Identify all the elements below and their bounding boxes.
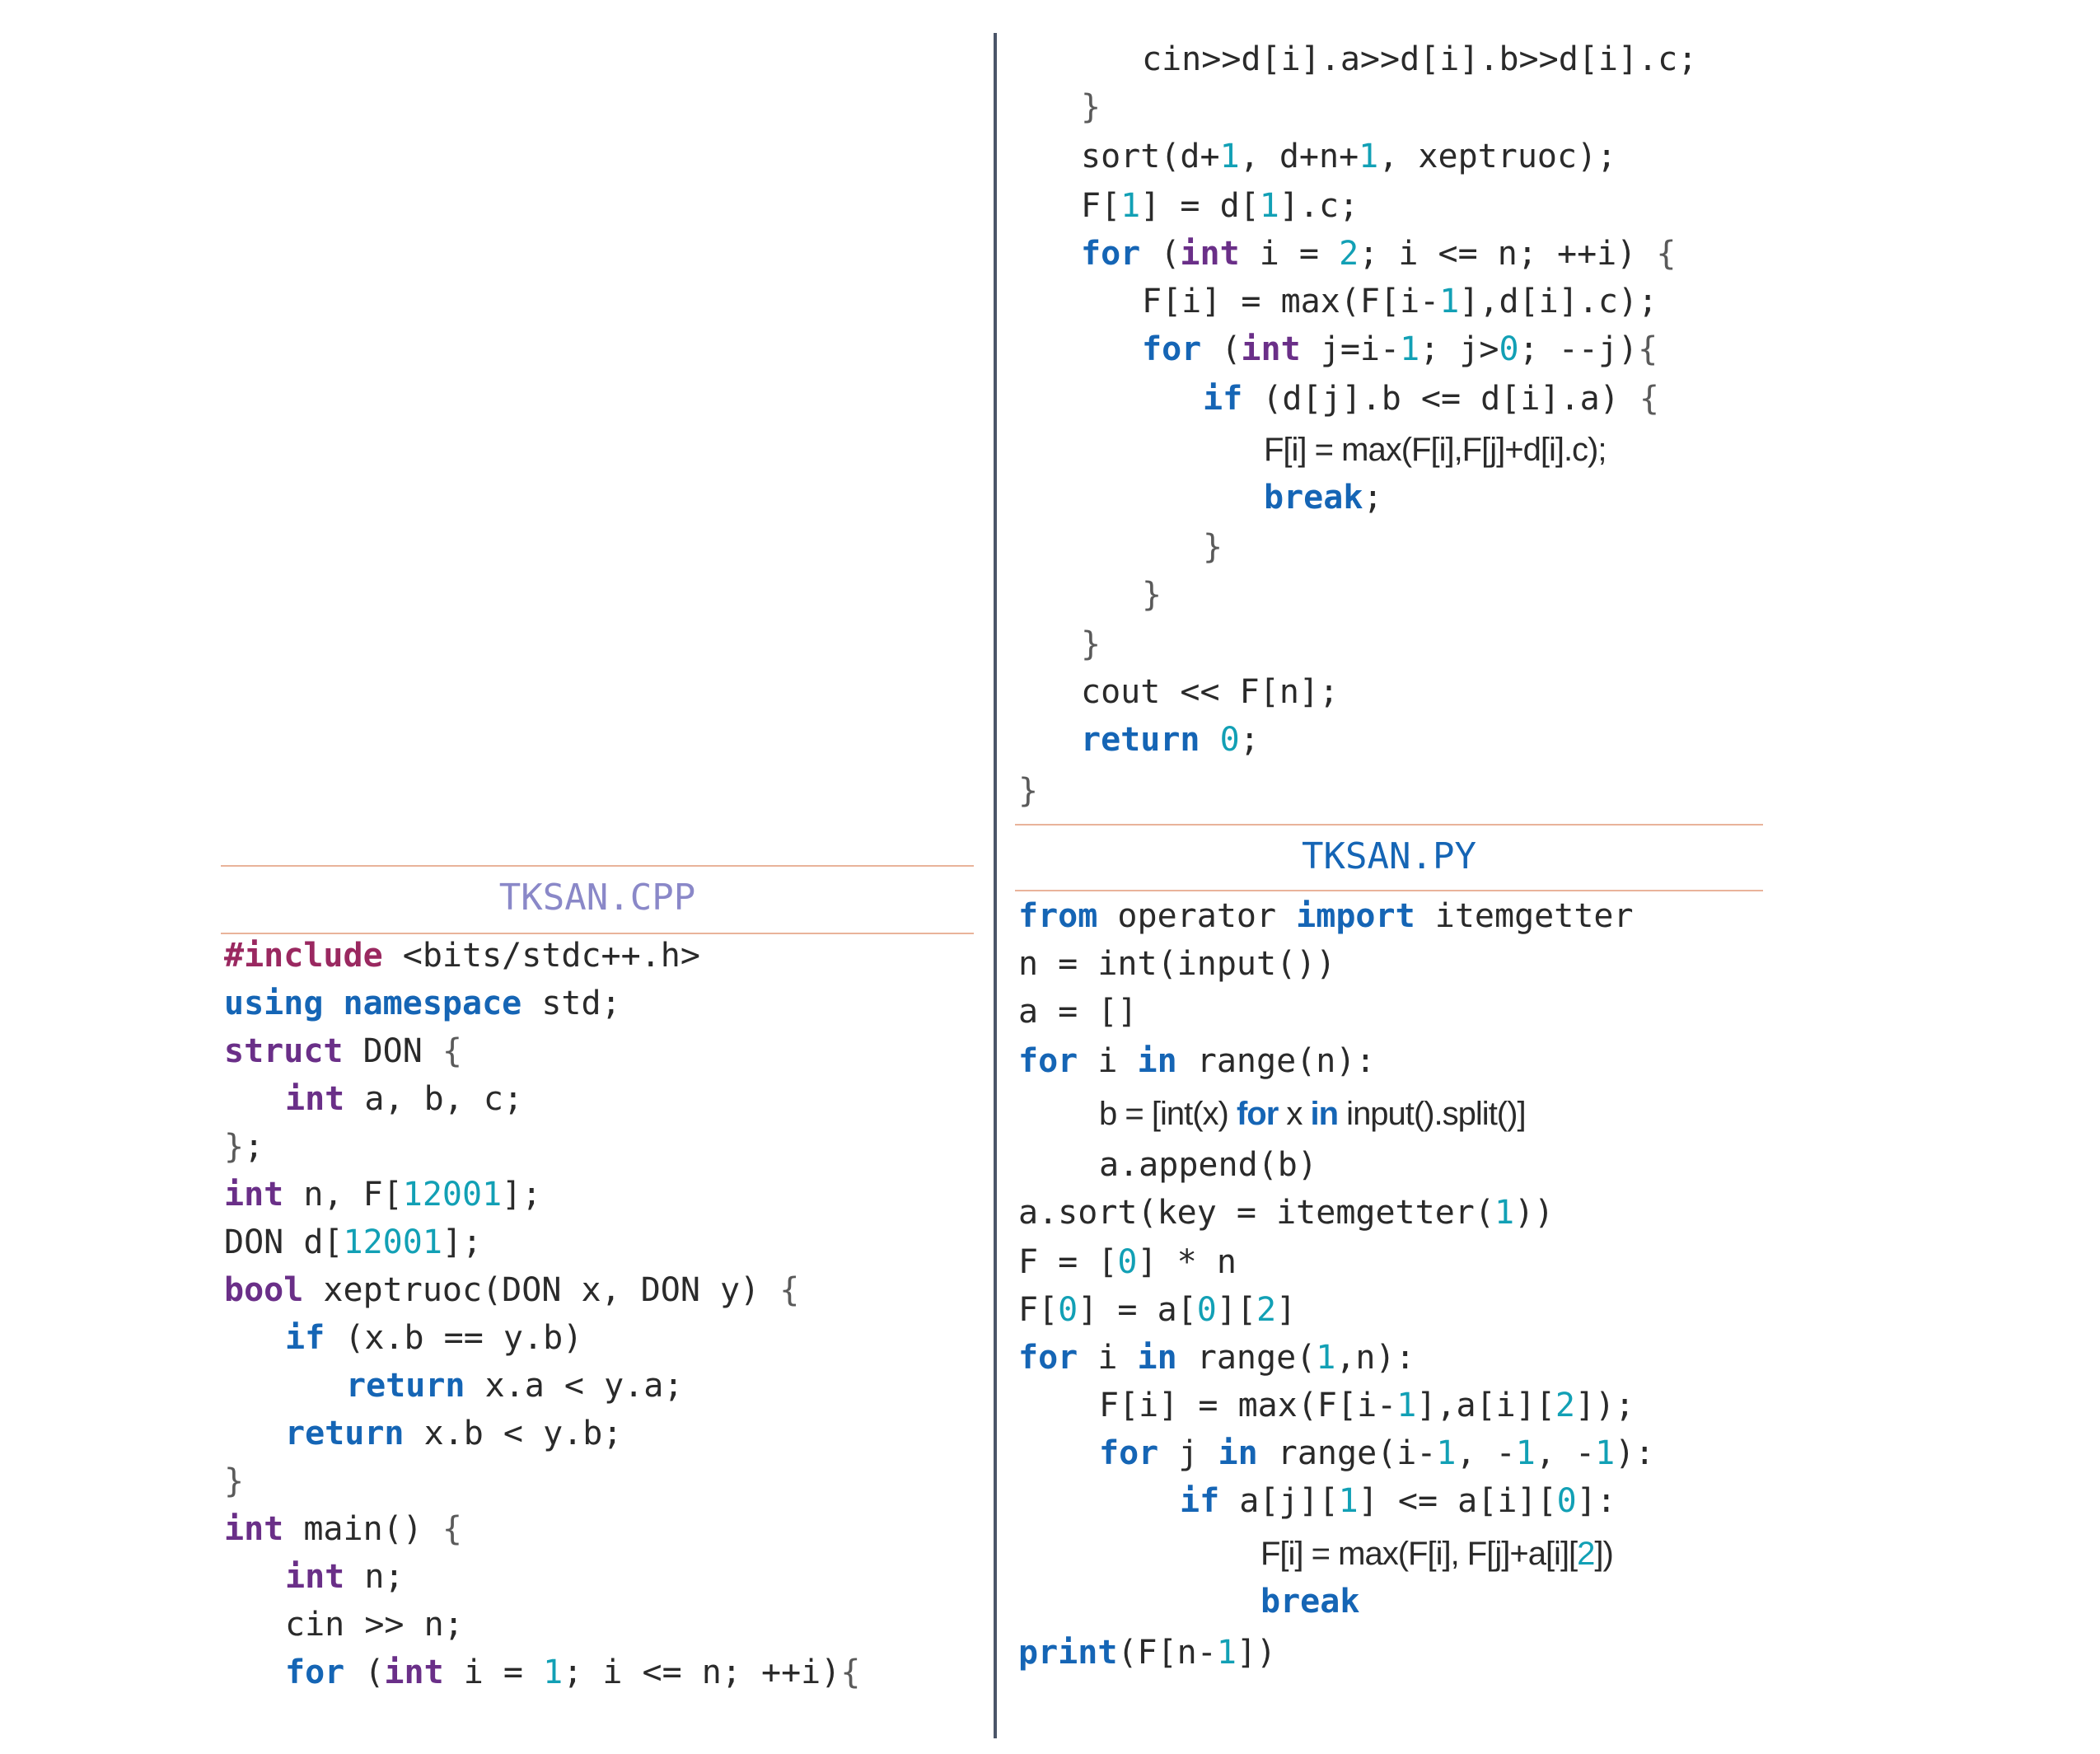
- code-line: cin>>d[i].a>>d[i].b>>d[i].c;: [1142, 40, 1698, 78]
- code-line: }: [1081, 88, 1101, 126]
- py-code: from operator import itemgetter n = int(…: [1018, 896, 2089, 1679]
- code-line: cout << F[n];: [1081, 673, 1340, 711]
- code-line: };: [224, 1128, 264, 1166]
- code-line: return 0;: [1081, 721, 1260, 759]
- code-line: cin >> n;: [285, 1606, 464, 1644]
- code-line: if (x.b == y.b): [285, 1319, 583, 1357]
- code-line: #include <bits/stdc++.h>: [224, 937, 700, 975]
- code-line: for j in range(i-1, -1, -1):: [1099, 1434, 1655, 1472]
- code-line: break;: [1264, 479, 1383, 517]
- cpp-title-rule-bottom: [221, 933, 974, 934]
- py-file-title: TKSAN.PY: [1302, 835, 1476, 877]
- code-line: F[i] = max(F[i],F[j]+d[i].c);: [1264, 432, 1607, 468]
- cpp-file-title: TKSAN.CPP: [498, 877, 696, 919]
- code-line: F[0] = a[0][2]: [1018, 1291, 1297, 1329]
- code-line: break: [1260, 1583, 1360, 1621]
- code-line: int n;: [285, 1558, 405, 1596]
- column-divider: [994, 33, 997, 1738]
- code-line: DON d[12001];: [224, 1223, 483, 1261]
- cpp-title-rule-top: [221, 865, 974, 867]
- code-line: F = [0] * n: [1018, 1243, 1237, 1281]
- code-line: using namespace std;: [224, 985, 621, 1022]
- code-line: F[i] = max(F[i-1],a[i][2]);: [1099, 1387, 1635, 1424]
- code-line: for i in range(n):: [1018, 1042, 1376, 1080]
- code-line: }: [224, 1462, 245, 1500]
- code-line: a.sort(key = itemgetter(1)): [1018, 1194, 1555, 1232]
- code-line: }: [1081, 625, 1101, 663]
- code-line: F[i] = max(F[i], F[j]+a[i][2]): [1260, 1536, 1614, 1572]
- code-line: n = int(input()): [1018, 945, 1336, 983]
- code-line: return x.a < y.a;: [346, 1367, 684, 1405]
- code-line: }: [1203, 528, 1223, 566]
- code-line: struct DON {: [224, 1032, 463, 1070]
- code-line: }: [1142, 576, 1162, 614]
- code-line: print(F[n-1]): [1018, 1634, 1277, 1672]
- cpp-code-part-1: #include <bits/stdc++.h> using namespace…: [224, 936, 982, 1710]
- code-line: a = []: [1018, 993, 1138, 1031]
- code-line: }: [1018, 772, 1039, 810]
- cpp-code-part-2: cin>>d[i].a>>d[i].b>>d[i].c; } sort(d+1,…: [1018, 40, 2089, 830]
- code-line: int n, F[12001];: [224, 1176, 542, 1214]
- code-line: a.append(b): [1099, 1146, 1317, 1184]
- code-line: for (int j=i-1; j>0; --j){: [1142, 330, 1658, 368]
- py-title-rule-bottom: [1015, 890, 1763, 891]
- code-line: if a[j][1] <= a[i][0]:: [1180, 1482, 1616, 1520]
- code-line: b = [int(x) for x in input().split()]: [1099, 1096, 1527, 1132]
- code-line: F[i] = max(F[i-1],d[i].c);: [1142, 283, 1658, 320]
- code-line: int main() {: [224, 1510, 462, 1548]
- code-line: from operator import itemgetter: [1018, 897, 1634, 935]
- code-line: if (d[j].b <= d[i].a) {: [1203, 380, 1659, 418]
- code-line: for (int i = 1; i <= n; ++i){: [285, 1653, 861, 1691]
- code-line: for (int i = 2; i <= n; ++i) {: [1081, 235, 1677, 273]
- code-line: int a, b, c;: [285, 1080, 523, 1118]
- code-line: sort(d+1, d+n+1, xeptruoc);: [1081, 138, 1617, 175]
- code-line: return x.b < y.b;: [285, 1415, 623, 1452]
- code-line: F[1] = d[1].c;: [1081, 187, 1359, 225]
- py-title-rule-top: [1015, 824, 1763, 826]
- code-line: for i in range(1,n):: [1018, 1339, 1415, 1377]
- code-line: bool xeptruoc(DON x, DON y) {: [224, 1271, 800, 1309]
